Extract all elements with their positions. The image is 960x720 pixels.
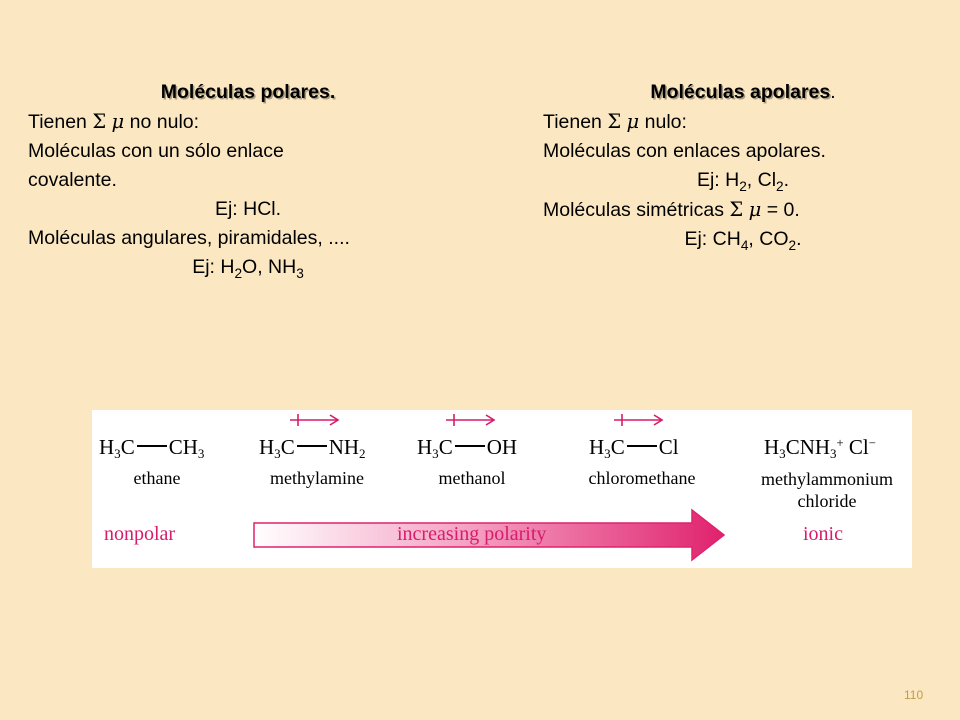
polar-example-2: Ej: H2O, NH3 xyxy=(192,256,304,281)
polar-molecules-section: Moléculas polares. Tienen Σ μ no nulo: M… xyxy=(28,78,468,282)
polar-line-5: Moléculas angulares, piramidales, .... xyxy=(28,227,350,249)
apolar-line-1: Tienen Σ μ nulo: xyxy=(543,110,687,133)
increasing-polarity-label: increasing polarity xyxy=(397,523,547,545)
ionic-label: ionic xyxy=(803,523,843,545)
polar-heading: Moléculas polares. xyxy=(160,81,336,103)
polar-line-3: covalente. xyxy=(28,169,117,191)
polar-line-2: Moléculas con un sólo enlace xyxy=(28,140,284,162)
polar-example-1: Ej: HCl. xyxy=(214,198,282,220)
name-chloromethane: chloromethane xyxy=(588,468,696,488)
polarity-arrow xyxy=(253,508,726,562)
dipole-arrow-icon xyxy=(446,414,496,426)
dipole-arrow-icon xyxy=(290,414,340,426)
apolar-example-1: Ej: H2, Cl2. xyxy=(696,169,790,194)
name-ethane: ethane xyxy=(133,468,181,488)
page-number: 110 xyxy=(904,688,924,702)
apolar-example-2: Ej: CH4, CO2. xyxy=(684,228,802,253)
dipole-arrow-icon xyxy=(614,414,664,426)
name-methylamine: methylamine xyxy=(270,468,364,488)
formula-methylammonium-chloride: H3CNH3+ Cl− xyxy=(764,435,876,461)
polar-line-1: Tienen Σ μ no nulo: xyxy=(28,110,200,133)
apolar-line-4: Moléculas simétricas Σ μ = 0. xyxy=(543,198,800,221)
apolar-heading: Moléculas apolares. xyxy=(650,81,836,103)
apolar-line-2: Moléculas con enlaces apolares. xyxy=(543,140,826,162)
name-methanol: methanol xyxy=(438,468,506,488)
nonpolar-label: nonpolar xyxy=(104,523,176,545)
apolar-molecules-section: Moléculas apolares. Tienen Σ μ nulo: Mol… xyxy=(543,78,943,254)
